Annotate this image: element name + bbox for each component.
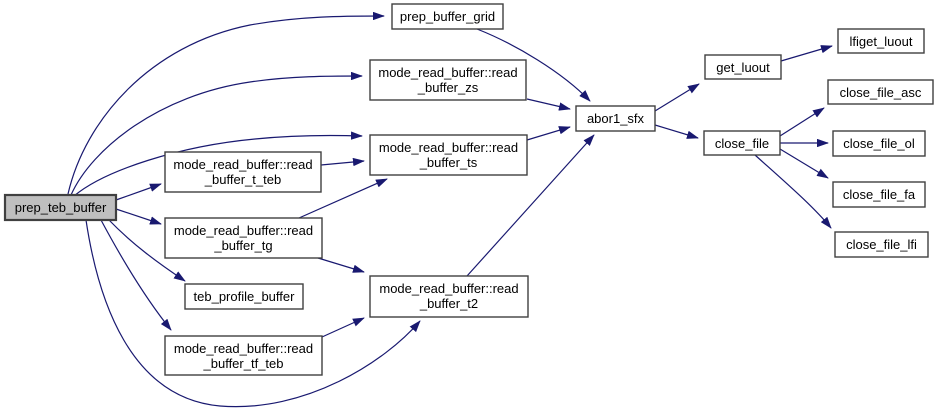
edge-layer — [67, 11, 833, 408]
edge-close_file-close_file_asc — [779, 107, 825, 137]
edge-prep_teb_buffer-read_buffer_zs — [70, 71, 363, 196]
node-label-line2: _buffer_t_teb — [204, 172, 281, 187]
node-box — [832, 130, 926, 157]
edge-prep_buffer_grid-abor1_sfx — [476, 28, 591, 102]
node-label: lfiget_luout — [850, 34, 913, 49]
edge-prep_teb_buffer-prep_buffer_grid — [67, 11, 385, 195]
node-box — [704, 54, 782, 80]
node-layer: prep_teb_buffer prep_buffer_grid mode_re… — [3, 3, 934, 376]
node-box — [369, 275, 529, 318]
node-box — [164, 151, 322, 193]
node-label: prep_teb_buffer — [15, 200, 107, 215]
node-prep_buffer_grid[interactable]: prep_buffer_grid — [391, 3, 504, 30]
node-close_file[interactable]: close_file — [703, 130, 781, 156]
edge-prep_teb_buffer-read_buffer_t2 — [85, 219, 421, 408]
node-box — [575, 105, 656, 132]
edge-abor1_sfx-close_file — [654, 124, 699, 139]
node-label-line2: _buffer_ts — [419, 155, 478, 170]
node-box — [834, 231, 929, 258]
edge-abor1_sfx-get_luout — [654, 83, 700, 112]
node-box — [369, 59, 527, 101]
edge-read_buffer_zs-abor1_sfx — [526, 98, 571, 111]
node-label-line1: mode_read_buffer::read — [378, 65, 517, 80]
edge-read_buffer_tg-read_buffer_ts — [298, 178, 388, 219]
node-box — [827, 79, 934, 105]
edge-read_buffer_tf_teb-read_buffer_t2 — [321, 317, 365, 338]
node-lfiget_luout[interactable]: lfiget_luout — [837, 28, 925, 54]
node-label: close_file_fa — [843, 187, 916, 202]
node-label-line2: _buffer_t2 — [419, 296, 478, 311]
node-label-line1: mode_read_buffer::read — [379, 140, 518, 155]
node-read_buffer_tg[interactable]: mode_read_buffer::read _buffer_tg — [164, 217, 323, 259]
node-label-line1: mode_read_buffer::read — [174, 341, 313, 356]
edge-prep_teb_buffer-read_buffer_t_teb — [115, 183, 162, 201]
node-label: close_file_ol — [843, 136, 915, 151]
node-box — [164, 217, 323, 259]
node-label: get_luout — [716, 60, 770, 75]
node-read_buffer_t_teb[interactable]: mode_read_buffer::read _buffer_t_teb — [164, 151, 322, 193]
node-prep_teb_buffer[interactable]: prep_teb_buffer — [3, 193, 118, 222]
edge-get_luout-lfiget_luout — [780, 45, 833, 62]
node-box — [164, 335, 323, 376]
node-get_luout[interactable]: get_luout — [704, 54, 782, 80]
node-box — [837, 28, 925, 54]
node-label-line1: mode_read_buffer::read — [173, 157, 312, 172]
node-box — [184, 283, 304, 310]
edge-read_buffer_t_teb-read_buffer_ts — [320, 157, 365, 167]
node-read_buffer_zs[interactable]: mode_read_buffer::read _buffer_zs — [369, 59, 527, 101]
node-label: abor1_sfx — [587, 111, 645, 126]
node-label: prep_buffer_grid — [400, 9, 495, 24]
node-box — [369, 134, 528, 176]
node-read_buffer_tf_teb[interactable]: mode_read_buffer::read _buffer_tf_teb — [164, 335, 323, 376]
node-box — [703, 130, 781, 156]
node-label-line2: _buffer_tg — [213, 238, 272, 253]
node-label-line1: mode_read_buffer::read — [174, 223, 313, 238]
node-read_buffer_ts[interactable]: mode_read_buffer::read _buffer_ts — [369, 134, 528, 176]
node-label: close_file — [715, 136, 769, 151]
node-box — [391, 3, 504, 30]
node-label-line2: _buffer_tf_teb — [203, 356, 284, 371]
node-label-line2: _buffer_zs — [417, 80, 479, 95]
edge-prep_teb_buffer-teb_profile_buffer — [107, 218, 186, 282]
edge-read_buffer_ts-abor1_sfx — [526, 126, 571, 141]
node-box — [832, 181, 926, 208]
node-label-line1: mode_read_buffer::read — [379, 281, 518, 296]
node-box — [3, 193, 118, 222]
edge-prep_teb_buffer-read_buffer_tg — [115, 208, 162, 225]
node-label: teb_profile_buffer — [194, 289, 296, 304]
node-read_buffer_t2[interactable]: mode_read_buffer::read _buffer_t2 — [369, 275, 529, 318]
node-close_file_asc[interactable]: close_file_asc — [827, 79, 934, 105]
edge-prep_teb_buffer-read_buffer_tf_teb — [100, 219, 172, 331]
edge-read_buffer_t2-abor1_sfx — [466, 134, 595, 277]
node-label: close_file_lfi — [846, 237, 917, 252]
node-label: close_file_asc — [840, 85, 922, 100]
node-abor1_sfx[interactable]: abor1_sfx — [575, 105, 656, 132]
node-close_file_ol[interactable]: close_file_ol — [832, 130, 926, 157]
node-teb_profile_buffer[interactable]: teb_profile_buffer — [184, 283, 304, 310]
edge-prep_teb_buffer-read_buffer_ts — [73, 131, 363, 197]
edge-read_buffer_tg-read_buffer_t2 — [317, 257, 365, 273]
edge-close_file-close_file_fa — [779, 148, 829, 179]
node-close_file_lfi[interactable]: close_file_lfi — [834, 231, 929, 258]
edge-close_file-close_file_lfi — [754, 154, 832, 229]
node-close_file_fa[interactable]: close_file_fa — [832, 181, 926, 208]
